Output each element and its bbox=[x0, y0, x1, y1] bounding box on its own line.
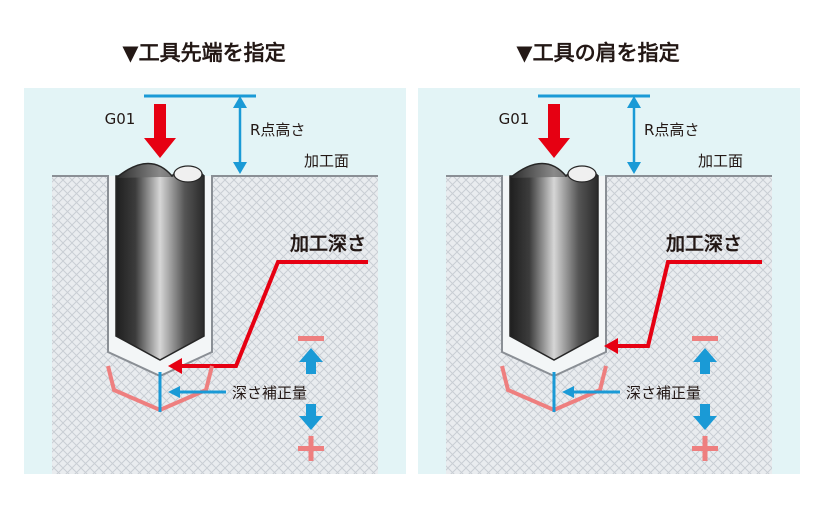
g01-arrow bbox=[144, 104, 176, 158]
minus-direction-arrow bbox=[693, 348, 717, 374]
depth-leader bbox=[614, 260, 762, 348]
depth-leader bbox=[178, 260, 368, 368]
depth-label: 加工深さ bbox=[289, 232, 366, 255]
panel-heading: ▼工具先端を指定 bbox=[122, 41, 285, 65]
r-height-label: R点高さ bbox=[250, 121, 305, 139]
plus-direction-arrow bbox=[299, 404, 323, 430]
surface-label: 加工面 bbox=[698, 152, 743, 170]
drill-tool bbox=[115, 162, 205, 361]
offset-label: 深さ補正量 bbox=[626, 384, 701, 402]
surface-label: 加工面 bbox=[304, 152, 349, 170]
minus-sign bbox=[692, 336, 718, 341]
minus-direction-arrow bbox=[299, 348, 323, 374]
drill-tool bbox=[509, 162, 599, 361]
panel-tool-tip: ▼工具先端を指定 G01 R点高さ 加工面 加工深さ 深 bbox=[24, 41, 406, 474]
g01-label: G01 bbox=[499, 110, 530, 128]
g01-label: G01 bbox=[105, 110, 136, 128]
r-height-label: R点高さ bbox=[644, 121, 699, 139]
minus-sign bbox=[298, 336, 324, 341]
panel-tool-shoulder: ▼工具の肩を指定 G01 R点高さ 加工面 加工深さ 深さ補正量 bbox=[418, 41, 800, 474]
panel-heading: ▼工具の肩を指定 bbox=[516, 41, 679, 65]
plus-direction-arrow bbox=[693, 404, 717, 430]
g01-arrow bbox=[538, 104, 570, 158]
depth-label: 加工深さ bbox=[665, 232, 742, 255]
offset-label: 深さ補正量 bbox=[232, 384, 307, 402]
